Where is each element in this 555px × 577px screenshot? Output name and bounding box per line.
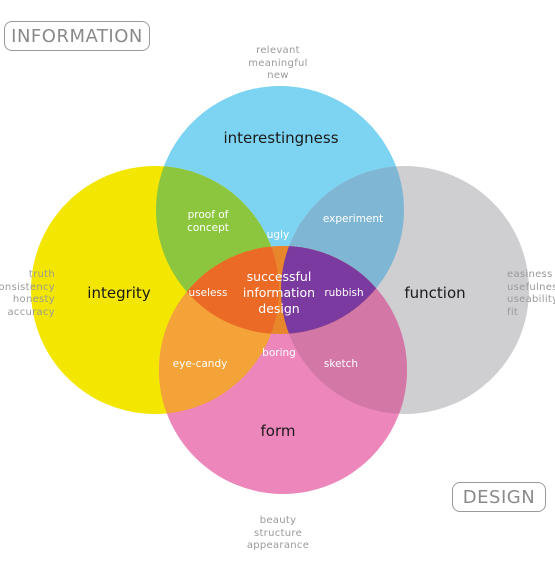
descriptor: accuracy [7, 306, 55, 318]
descriptor: relevant [256, 45, 300, 56]
label-successful-information-design: design [258, 301, 299, 316]
descriptor: appearance [246, 540, 310, 551]
label-eye-candy: eye-candy [173, 358, 228, 370]
label-proof-of-concept: concept [187, 222, 229, 234]
label-sketch: sketch [324, 358, 358, 370]
label-form: form [261, 422, 296, 440]
descriptor: honesty [12, 294, 55, 305]
integrity-descriptors: truth consistency honesty accuracy [0, 269, 55, 319]
overlap-useless-region [159, 246, 279, 334]
label-ugly: ugly [267, 229, 289, 241]
descriptor: beauty [259, 515, 297, 526]
overlap-interestingness-function [281, 166, 404, 334]
descriptor: useability [507, 294, 555, 305]
overlap-rubbish-region [281, 246, 404, 334]
label-useless: useless [189, 287, 228, 299]
label-proof-of-concept: proof of [188, 209, 229, 221]
label-integrity: integrity [87, 284, 151, 302]
descriptor: new [267, 70, 289, 81]
label-experiment: experiment [323, 213, 383, 225]
function-descriptors: easiness usefulness useability fit [507, 269, 555, 319]
information-tag: INFORMATION [4, 21, 150, 51]
descriptor: meaningful [248, 57, 308, 69]
descriptor: structure [253, 527, 303, 539]
descriptor: truth [28, 269, 55, 280]
label-interestingness: interestingness [223, 129, 338, 147]
design-tag: DESIGN [452, 482, 546, 512]
label-successful-information-design: information [243, 285, 315, 300]
overlap-interestingness-integrity [156, 166, 279, 334]
label-rubbish: rubbish [324, 287, 363, 299]
descriptor: fit [507, 306, 519, 318]
descriptor: easiness [507, 269, 553, 280]
form-descriptors: beauty structure appearance [238, 515, 318, 553]
interestingness-descriptors: relevant meaningful new [238, 45, 318, 83]
label-successful-information-design: successful [247, 269, 312, 284]
label-function: function [404, 284, 465, 302]
descriptor: usefulness [507, 281, 555, 293]
label-boring: boring [262, 347, 296, 359]
descriptor: consistency [0, 281, 55, 293]
